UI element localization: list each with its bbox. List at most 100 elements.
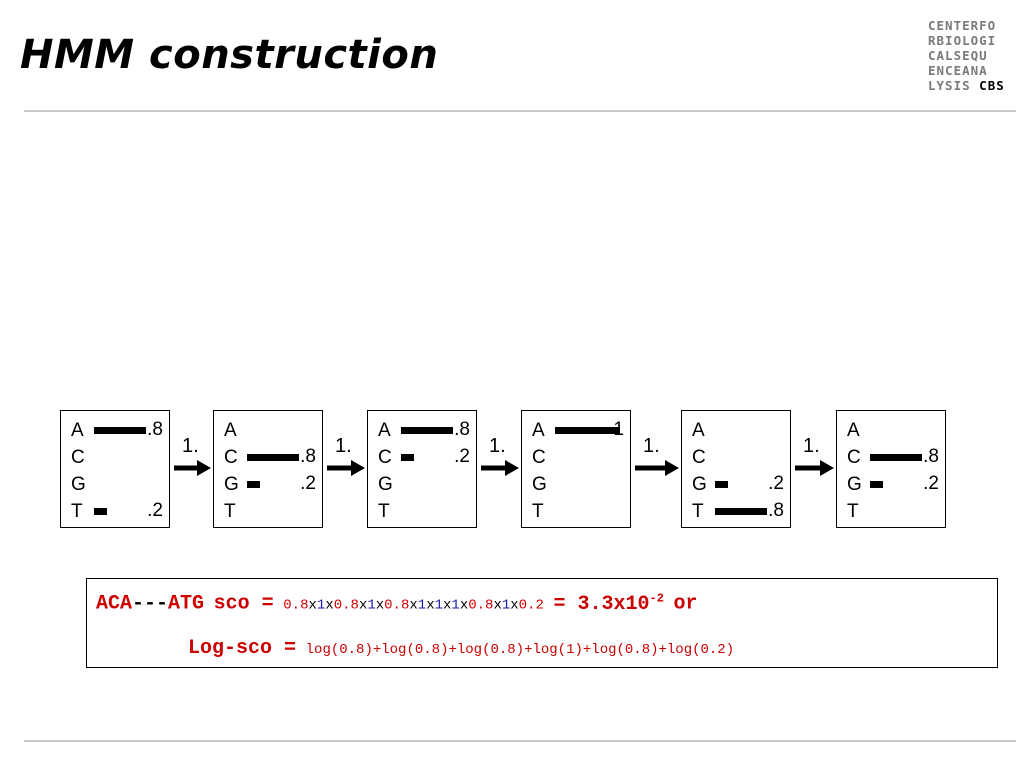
nucleotide-label: A <box>378 420 391 441</box>
nucleotide-label: A <box>692 420 705 441</box>
factor: 1 <box>417 597 427 614</box>
slide-title: HMM construction <box>20 32 439 78</box>
nucleotide-label: C <box>692 447 706 468</box>
score-box: ACA---ATG sco = 0.8x1x0.8x1x0.8x1x1x1x0.… <box>86 578 998 668</box>
nucleotide-label: G <box>224 474 239 495</box>
emission-probability: .2 <box>768 473 784 494</box>
nucleotide-label: G <box>378 474 393 495</box>
nucleotide-label: G <box>532 474 547 495</box>
transition-probability: 1. <box>803 435 820 457</box>
times: x <box>426 597 435 614</box>
emission-probability: .8 <box>454 419 470 440</box>
factor: 0.8 <box>384 597 410 614</box>
factor: 0.8 <box>283 597 309 614</box>
factor: 1 <box>451 597 460 614</box>
emission-bar <box>401 454 414 461</box>
emission-bar <box>247 454 299 461</box>
nucleotide-label: C <box>224 447 238 468</box>
score-line: ACA---ATG sco = 0.8x1x0.8x1x0.8x1x1x1x0.… <box>96 591 698 616</box>
log-score-line: Log-sco = log(0.8)+log(0.8)+log(0.8)+log… <box>188 637 734 660</box>
logo-line: CENTERFO <box>928 18 997 33</box>
times: x <box>443 597 452 614</box>
bottom-divider <box>24 740 1016 742</box>
or-text: or <box>673 592 698 616</box>
times: x <box>459 597 469 614</box>
emission-bar <box>715 508 767 515</box>
nucleotide-label: A <box>847 420 860 441</box>
times: x <box>375 597 385 614</box>
factor: 0.2 <box>518 597 544 614</box>
nucleotide-label: A <box>71 420 84 441</box>
transition-arrow <box>795 460 834 476</box>
nucleotide-label: A <box>532 420 545 441</box>
emission-probability: .2 <box>147 500 163 521</box>
emission-probability: .8 <box>147 419 163 440</box>
transition-probability: 1. <box>182 435 199 457</box>
result-text: = 3.3x10 <box>553 592 650 616</box>
nucleotide-label: A <box>224 420 237 441</box>
top-divider <box>24 110 1016 112</box>
times: x <box>493 597 502 614</box>
logo-line: RBIOLOGI <box>928 33 997 48</box>
nucleotide-label: G <box>71 474 86 495</box>
emission-bar <box>715 481 728 488</box>
times: x <box>308 597 317 614</box>
log-sco-label: Log-sco = <box>188 637 297 660</box>
emission-bar <box>870 454 922 461</box>
transition-probability: 1. <box>643 435 660 457</box>
emission-bar <box>555 427 620 434</box>
nucleotide-label: G <box>692 474 707 495</box>
nucleotide-label: T <box>847 501 859 522</box>
transition-arrow <box>481 460 519 476</box>
transition-probability: 1. <box>335 435 352 457</box>
emission-bar <box>247 481 260 488</box>
emission-bar <box>94 508 107 515</box>
emission-bar <box>870 481 883 488</box>
transition-arrow <box>635 460 679 476</box>
seq-gap: --- <box>132 592 169 616</box>
emission-probability: .2 <box>300 473 316 494</box>
log-expression: log(0.8)+log(0.8)+log(0.8)+log(1)+log(0.… <box>305 642 735 658</box>
seq-part-b: ATG <box>168 592 205 616</box>
nucleotide-label: T <box>71 501 83 522</box>
emission-probability: .8 <box>300 446 316 467</box>
nucleotide-label: C <box>532 447 546 468</box>
sco-label: sco = <box>213 592 274 616</box>
nucleotide-label: C <box>378 447 392 468</box>
factor: 1 <box>434 597 443 614</box>
factor: 1 <box>316 597 326 614</box>
emission-bar <box>401 427 453 434</box>
times: x <box>510 597 519 614</box>
logo-line: CALSEQU <box>928 48 988 63</box>
nucleotide-label: C <box>847 447 861 468</box>
times: x <box>358 597 368 614</box>
emission-bar <box>94 427 146 434</box>
nucleotide-label: T <box>378 501 390 522</box>
emission-probability: .8 <box>768 500 784 521</box>
times: x <box>325 597 334 614</box>
cbs-logo: CENTERFO RBIOLOGI CALSEQU ENCEANA LYSIS … <box>928 18 1018 93</box>
logo-line-gray: LYSIS <box>928 78 971 93</box>
emission-probability: .8 <box>923 446 939 467</box>
emission-probability: .2 <box>923 473 939 494</box>
nucleotide-label: T <box>224 501 236 522</box>
product-expression: 0.8x1x0.8x1x0.8x1x1x1x0.8x1x0.2 <box>283 598 544 614</box>
logo-cbs: CBS <box>979 78 1005 93</box>
nucleotide-label: T <box>532 501 544 522</box>
result-exponent: -2 <box>649 591 664 605</box>
times: x <box>409 597 418 614</box>
emission-probability: 1 <box>613 419 624 440</box>
transition-arrow <box>174 460 211 476</box>
nucleotide-label: G <box>847 474 862 495</box>
transition-arrow <box>327 460 365 476</box>
nucleotide-label: T <box>692 501 704 522</box>
factor: 1 <box>367 597 376 614</box>
factor: 0.8 <box>468 597 494 614</box>
nucleotide-label: C <box>71 447 85 468</box>
